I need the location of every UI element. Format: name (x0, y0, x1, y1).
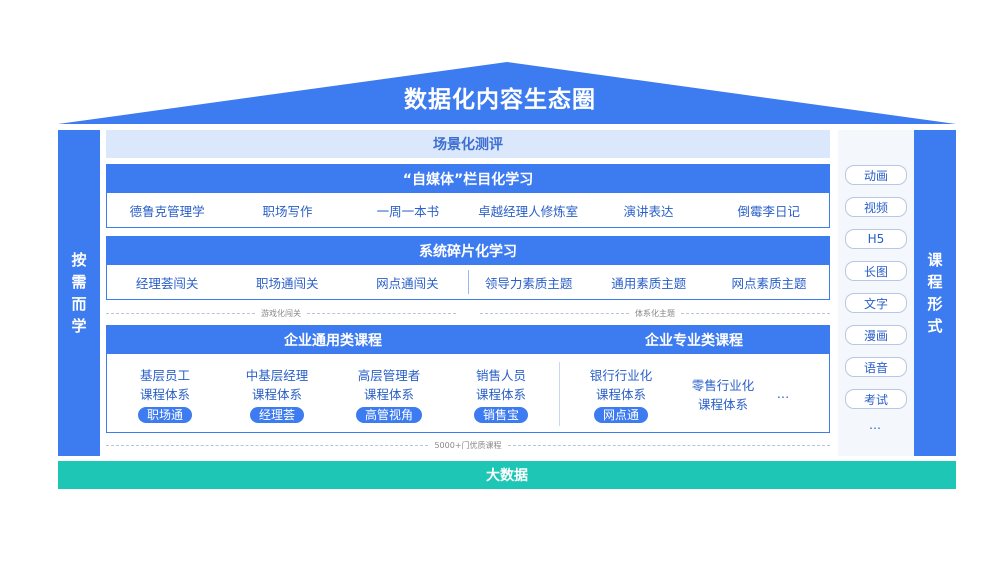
course-tag: 职场通 (137, 407, 192, 423)
divider (467, 270, 469, 294)
course-item: 中基层经理 课程体系 经理荟 (245, 368, 309, 423)
course-tag: 高管视角 (355, 407, 422, 423)
roof (58, 62, 956, 124)
left-pillar-label: 按需而学 (71, 251, 87, 335)
media-band-title: “自媒体”栏目化学习 (107, 165, 829, 193)
right-pillar: 课程形式 (914, 130, 956, 456)
fragment-band: 系统碎片化学习 经理荟闯关 职场通闯关 网点通闯关 领导力素质主题 通用素质主题… (106, 236, 830, 300)
course-item: 销售人员 课程体系 销售宝 (473, 368, 528, 423)
enterprise-courses-box: 企业通用类课程 企业专业类课程 基层员工 课程体系 职场通 中基层经理 课程体系… (106, 325, 830, 433)
courses-count-label: 5000+门优质课程 (434, 440, 502, 450)
course-tag: 经理荟 (249, 407, 304, 423)
fragment-item: 职场通闯关 (256, 275, 319, 291)
right-pillar-label: 课程形式 (927, 251, 943, 335)
course-item: 零售行业化 课程体系 (691, 378, 755, 412)
scene-assessment-bar: 场景化测评 (106, 130, 830, 158)
more-formats: … (869, 418, 881, 432)
fragment-item: 领导力素质主题 (484, 275, 573, 291)
big-data-base: 大数据 (58, 461, 956, 489)
general-courses-title: 企业通用类课程 (107, 326, 559, 354)
courses-count-row: 5000+门优质课程 (106, 439, 830, 451)
pro-courses-title: 企业专业类课程 (559, 326, 829, 354)
media-item: 倒霉李日记 (737, 203, 801, 219)
fragment-item: 通用素质主题 (611, 275, 687, 291)
format-item: 视频 (845, 197, 907, 217)
page-title: 数据化内容生态圈 (404, 87, 596, 113)
format-item: 动画 (845, 165, 907, 185)
course-item: 基层员工 课程体系 职场通 (137, 368, 192, 423)
system-label: 体系化主题 (635, 308, 675, 318)
fragment-band-title: 系统碎片化学习 (107, 237, 829, 265)
media-band: “自媒体”栏目化学习 德鲁克管理学 职场写作 一周一本书 卓越经理人修炼室 演讲… (106, 164, 830, 228)
left-pillar: 按需而学 (58, 130, 100, 456)
course-item: 银行行业化 课程体系 网点通 (589, 368, 653, 423)
format-item: 语音 (845, 357, 907, 377)
course-item: 高层管理者 课程体系 高管视角 (355, 368, 422, 423)
more-courses: … (776, 386, 790, 401)
course-tag: 销售宝 (473, 407, 528, 423)
format-item: 文字 (845, 293, 907, 313)
format-item: 长图 (845, 261, 907, 281)
format-item: 考试 (845, 389, 907, 409)
format-item: 漫画 (845, 325, 907, 345)
game-label: 游戏化闯关 (261, 308, 301, 318)
media-item: 职场写作 (262, 203, 313, 219)
media-item: 演讲表达 (623, 203, 674, 219)
format-item: H5 (845, 229, 907, 249)
fragment-item: 网点通闯关 (376, 275, 439, 291)
fragment-item: 经理荟闯关 (135, 275, 199, 291)
fragment-labels-row: 游戏化闯关 体系化主题 (106, 307, 830, 319)
course-tag: 网点通 (593, 407, 648, 423)
media-item: 德鲁克管理学 (129, 203, 205, 219)
divider (559, 362, 560, 426)
media-item: 一周一本书 (376, 203, 440, 219)
fragment-item: 网点素质主题 (731, 275, 807, 291)
media-item: 卓越经理人修炼室 (478, 203, 579, 219)
